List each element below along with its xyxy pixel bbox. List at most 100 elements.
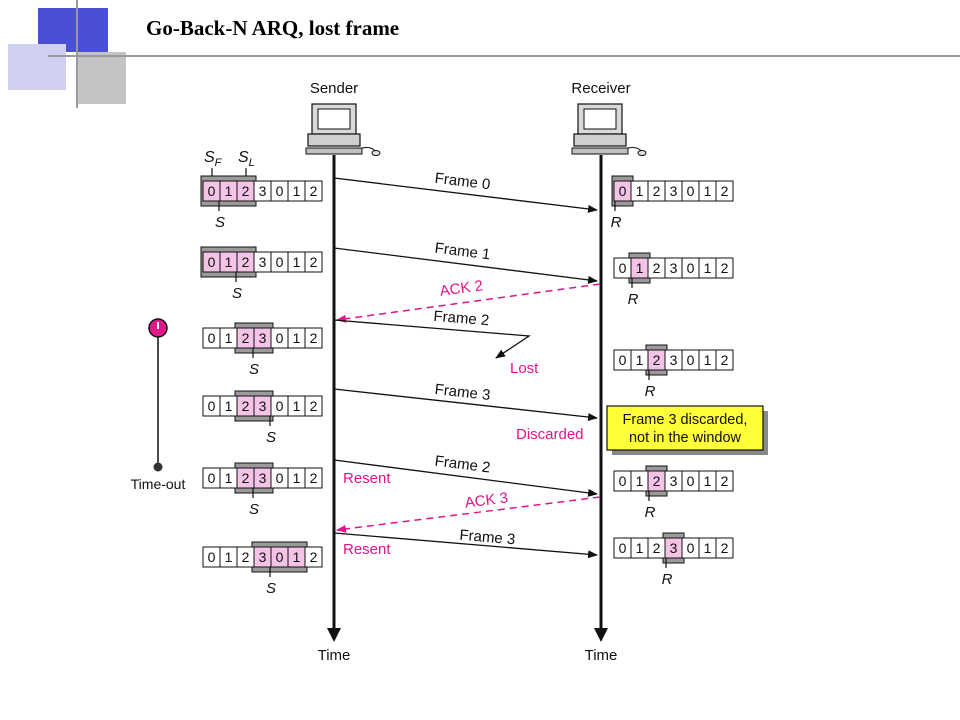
sequence-cell [304, 395, 323, 417]
sequence-number: 1 [636, 540, 644, 556]
receiver-time-arrowhead [594, 628, 608, 642]
sender-label: Sender [310, 80, 358, 97]
sequence-number: 3 [670, 352, 678, 368]
s-pointer-label: S [249, 501, 259, 518]
sequence-cell [715, 349, 734, 371]
sequence-number: 0 [687, 183, 695, 199]
sequence-number: 1 [225, 330, 233, 346]
slide-title: Go-Back-N ARQ, lost frame [146, 16, 400, 40]
sender-time-label: Time [318, 647, 351, 664]
sequence-number: 2 [242, 183, 250, 199]
sequence-number: 1 [225, 183, 233, 199]
ack-2-label: ACK 2 [439, 277, 484, 300]
r-pointer-label: R [645, 383, 656, 400]
sequence-number: 2 [721, 183, 729, 199]
sequence-number: 1 [293, 330, 301, 346]
desktop-computer-icon [305, 103, 381, 156]
sequence-number: 2 [721, 260, 729, 276]
sequence-number: 1 [636, 352, 644, 368]
sequence-cell [715, 257, 734, 279]
frame-2-label: Frame 2 [433, 308, 490, 330]
discard-note-line1: Frame 3 discarded, [623, 412, 748, 428]
sequence-number: 1 [636, 260, 644, 276]
lost-label: Lost [510, 360, 539, 377]
sequence-cell [715, 180, 734, 202]
sequence-number: 2 [242, 398, 250, 414]
sequence-number: 2 [242, 549, 250, 565]
sender-time-arrowhead [327, 628, 341, 642]
frame-3-arrow [333, 388, 598, 421]
sl-subscript: L [249, 157, 255, 169]
sequence-number: 3 [259, 183, 267, 199]
desktop-computer-icon [571, 103, 647, 156]
r-pointer-label: R [628, 291, 639, 308]
sequence-cell [304, 467, 323, 489]
sequence-number: 0 [619, 352, 627, 368]
svg-text:SF: SF [204, 149, 223, 169]
svg-text:SL: SL [238, 149, 255, 169]
sequence-number: 0 [276, 330, 284, 346]
sequence-number: 2 [310, 330, 318, 346]
sequence-number: 1 [225, 254, 233, 270]
sequence-number: 2 [721, 352, 729, 368]
r-pointer-label: R [611, 214, 622, 231]
discarded-label: Discarded [516, 426, 584, 443]
corner-decoration [0, 0, 130, 110]
sequence-number: 2 [242, 254, 250, 270]
sf-letter: S [204, 149, 215, 166]
sequence-number: 3 [259, 549, 267, 565]
timer-end-dot [153, 462, 163, 472]
sequence-number: 1 [293, 549, 301, 565]
sequence-number: 0 [208, 183, 216, 199]
sequence-number: 3 [259, 398, 267, 414]
sequence-number: 3 [259, 330, 267, 346]
sequence-number: 0 [208, 549, 216, 565]
sequence-number: 3 [259, 254, 267, 270]
frame-1-label: Frame 1 [434, 240, 492, 264]
sequence-number: 0 [619, 540, 627, 556]
frame-0-label: Frame 0 [434, 170, 491, 194]
sequence-number: 1 [636, 473, 644, 489]
discard-note-box [606, 405, 764, 451]
sequence-cell [304, 327, 323, 349]
sequence-number: 0 [687, 352, 695, 368]
sequence-number: 0 [687, 540, 695, 556]
s-pointer-label: S [266, 429, 276, 446]
s-pointer-label: S [266, 580, 276, 597]
sequence-number: 2 [653, 183, 661, 199]
sequence-number: 0 [619, 260, 627, 276]
sequence-number: 2 [310, 549, 318, 565]
sequence-number: 0 [276, 183, 284, 199]
s-pointer-label: S [249, 361, 259, 378]
sequence-number: 0 [619, 473, 627, 489]
frame-2-resent-arrow [333, 459, 598, 497]
sequence-number: 2 [310, 183, 318, 199]
receiver-label: Receiver [571, 80, 630, 97]
sequence-number: 0 [276, 470, 284, 486]
sequence-number: 2 [653, 473, 661, 489]
sequence-number: 1 [293, 254, 301, 270]
sequence-number: 2 [653, 260, 661, 276]
sequence-number: 0 [276, 549, 284, 565]
sl-letter: S [238, 149, 249, 166]
receiver-time-label: Time [585, 647, 618, 664]
sequence-number: 0 [208, 254, 216, 270]
sequence-number: 3 [670, 473, 678, 489]
sequence-number: 1 [225, 398, 233, 414]
timeout-label: Time-out [131, 476, 186, 492]
frame-1-arrow [333, 247, 598, 284]
frame-2-resent-label: Frame 2 [434, 453, 492, 477]
title-rule [48, 55, 960, 57]
sequence-number: 1 [225, 549, 233, 565]
r-pointer-label: R [645, 504, 656, 521]
discard-note-line2: not in the window [629, 430, 742, 446]
